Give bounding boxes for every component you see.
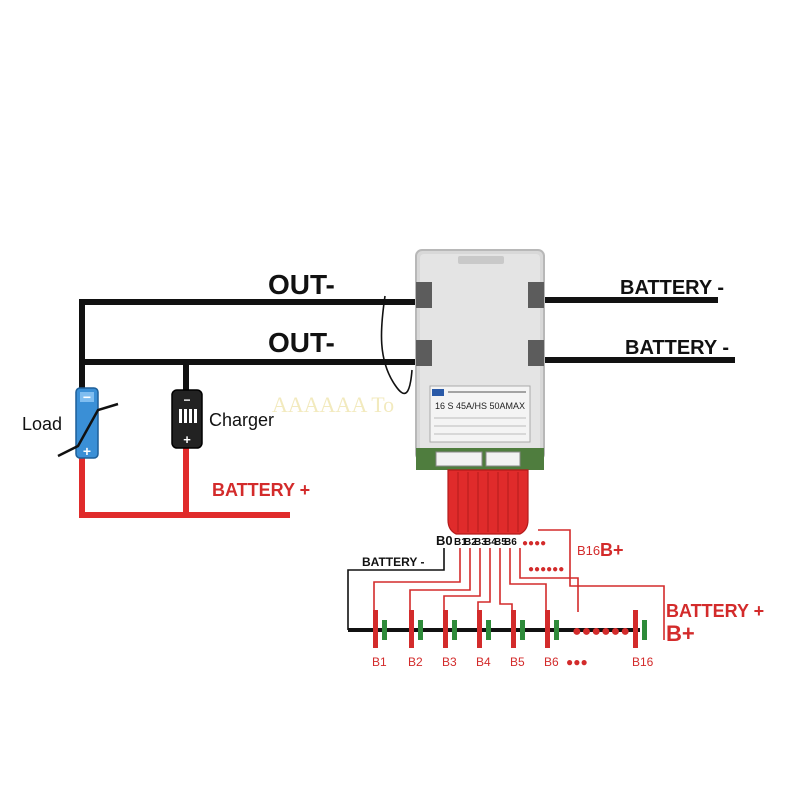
cell-label-b2: B2 — [408, 655, 423, 669]
battery-minus-label-1: BATTERY - — [620, 277, 724, 299]
bms-board-icon: 16 S 45A/HS 50AMAX — [415, 249, 545, 470]
balance-cable — [447, 469, 529, 535]
load-label: Load — [22, 414, 62, 434]
cell-label-b4: B4 — [476, 655, 491, 669]
pin-label-b6: B6 — [504, 537, 517, 548]
b-plus-right-label: B+ — [666, 621, 695, 646]
cell-dots-bottom: ●●● — [566, 655, 588, 669]
battery-cell-icon — [477, 610, 491, 648]
cell-label-b1: B1 — [372, 655, 387, 669]
battery-cell-icon — [443, 610, 457, 648]
pin-label-b1: B1 — [454, 537, 467, 548]
battery-minus-small-label: BATTERY - — [362, 555, 424, 569]
b16-top-label: B16 — [577, 543, 600, 558]
cell-label-b3: B3 — [442, 655, 457, 669]
charger-label: Charger — [209, 410, 274, 430]
out-minus-label-1: OUT- — [268, 269, 335, 300]
black-wiring — [79, 297, 735, 400]
cell-label-b16: B16 — [632, 655, 654, 669]
svg-text:−: − — [183, 393, 190, 407]
svg-text:+: + — [183, 432, 191, 447]
battery-plus-right-label: BATTERY + — [666, 601, 764, 621]
cell-dots-label: ●●●●●● — [572, 623, 630, 640]
out-minus-wire-1 — [79, 299, 420, 400]
battery-plus-label: BATTERY + — [212, 480, 310, 500]
pin-label-b4: B4 — [484, 537, 497, 548]
pin-label-b2: B2 — [464, 537, 477, 548]
svg-text:+: + — [83, 443, 91, 459]
out-minus-label-2: OUT- — [268, 327, 335, 358]
cell-label-b6: B6 — [544, 655, 559, 669]
battery-plus-wire — [79, 456, 290, 518]
mid-dots-label: ●●●●●● — [528, 564, 564, 575]
balance-wires — [347, 529, 665, 640]
board-spec-label: 16 S 45A/HS 50AMAX — [435, 401, 525, 411]
load-device-icon: − + — [57, 387, 119, 459]
red-wiring — [79, 446, 290, 518]
cell-label-b5: B5 — [510, 655, 525, 669]
watermark: AAAAAA To — [272, 392, 394, 417]
pin-dots-label: ●●●● — [522, 538, 546, 549]
battery-cells: B1 B2 B3 B4 B5 B6 B16 ●●● — [372, 610, 654, 669]
battery-cell-icon — [633, 610, 647, 648]
sensor-wire — [380, 295, 413, 395]
pin-label-b5: B5 — [494, 537, 507, 548]
charger-device-icon: − + — [171, 389, 203, 449]
battery-cell-icon — [545, 610, 559, 648]
b-plus-top-label: B+ — [600, 540, 624, 560]
battery-cell-icon — [511, 610, 525, 648]
pin-label-b3: B3 — [474, 537, 487, 548]
svg-text:−: − — [83, 389, 91, 405]
battery-cell-icon — [409, 610, 423, 648]
battery-minus-label-2: BATTERY - — [625, 337, 729, 359]
battery-cell-icon — [373, 610, 387, 648]
pin-b0-label: B0 — [436, 533, 453, 548]
